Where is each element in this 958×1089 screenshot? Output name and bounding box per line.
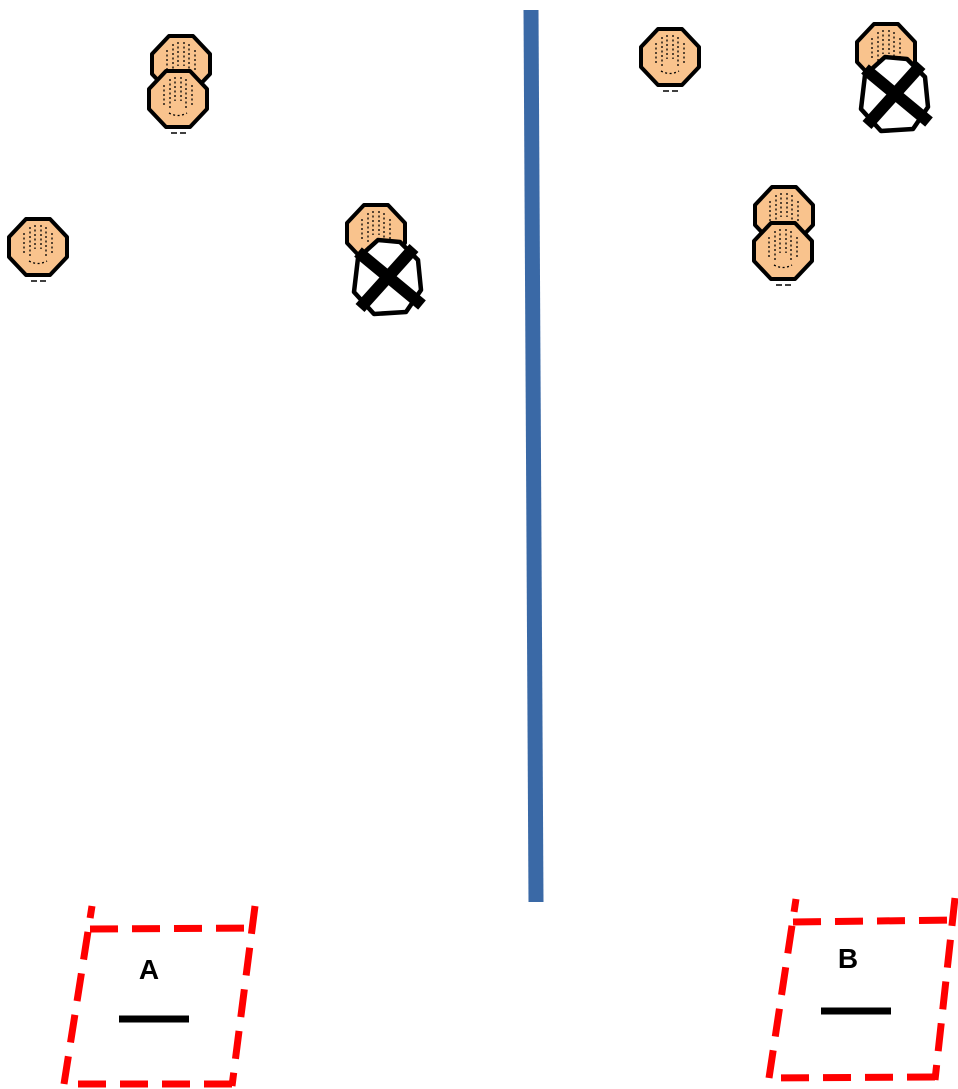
box-a: A	[64, 906, 255, 1086]
crossed-out-face-right	[857, 24, 929, 131]
crossed-out-face-left	[347, 205, 422, 314]
crossed-out-face-icon	[861, 57, 929, 131]
face-icon	[9, 219, 67, 281]
box-b-label: B	[838, 943, 858, 974]
face-icon	[641, 29, 699, 91]
face-icon	[754, 223, 812, 285]
divider-line	[531, 10, 536, 902]
stacked-faces-right	[754, 187, 813, 285]
stacked-faces-left	[149, 36, 210, 133]
box-b: B	[769, 898, 955, 1080]
face-icon	[149, 71, 207, 133]
crossed-out-face-icon	[354, 240, 422, 314]
box-a-label: A	[139, 954, 159, 985]
